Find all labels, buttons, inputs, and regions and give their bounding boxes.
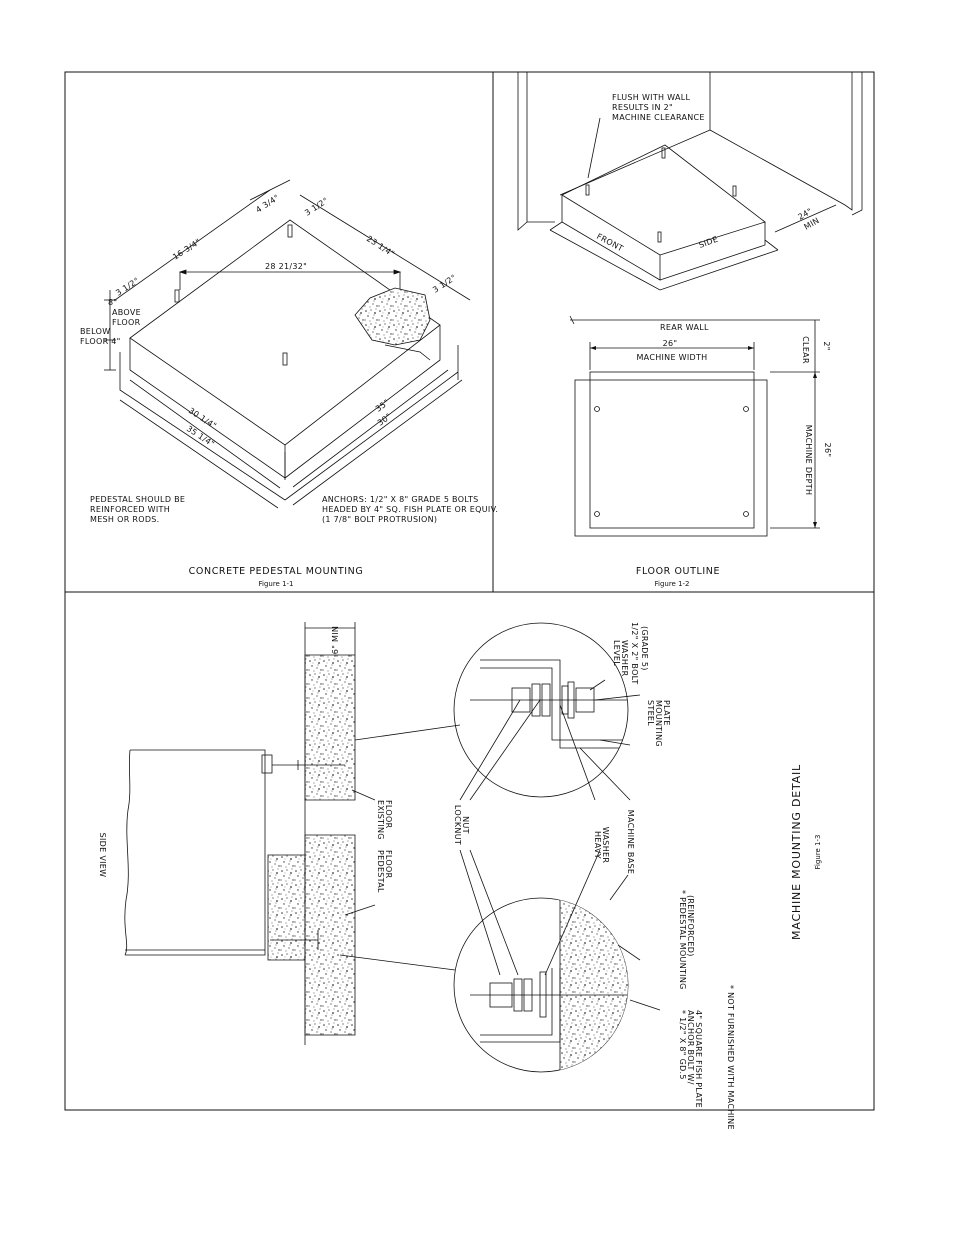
fig2-number: Figure 1-2 [654,580,689,588]
locknut-label: LOCKNUT [453,805,462,845]
side-view-label: SIDE VIEW [98,833,107,878]
existing-floor-2: FLOOR [384,800,393,829]
pedestal-note-2: REINFORCED WITH [90,505,170,514]
anchor-bolt-3: 4" SQUARE FISH PLATE [694,1010,703,1108]
flush-note-1: FLUSH WITH WALL [612,93,690,102]
pedestal-note-1: PEDESTAL SHOULD BE [90,495,185,504]
below-floor-label: FLOOR 4" [80,337,121,346]
bolt-grade: (GRADE 5) [640,626,649,671]
above-label: ABOVE [112,308,141,317]
steel-plate-2: MOUNTING [654,700,663,747]
flush-note-2: RESULTS IN 2" [612,103,673,112]
width-label: MACHINE WIDTH [636,353,707,362]
depth-dim: 26" [823,443,832,458]
flush-note-3: MACHINE CLEARANCE [612,113,705,122]
width-dim: 26" [663,339,678,348]
level-washer-2: WASHER [620,640,629,677]
figure-1-3-mounting-detail [124,622,661,1073]
below-label: BELOW [80,327,110,336]
nut-label: NUT [461,816,470,834]
pedestal-floor-1: PEDESTAL [376,850,385,893]
fig3-title: MACHINE MOUNTING DETAIL [790,764,803,940]
pedestal-mounting-2: (REINFORCED) [686,895,695,957]
dim-28-21-32: 28 21/32" [265,262,307,271]
clear-label: CLEAR [801,336,810,364]
steel-plate-3: PLATE [662,700,671,726]
above-floor-label: FLOOR [112,318,141,327]
above-dim: 8" [108,298,117,307]
pedestal-note-3: MESH OR RODS. [90,515,160,524]
figure-1-2-floor-outline [517,72,863,537]
dim-35: 35" [374,398,391,414]
heavy-washer-1: HEAVY [593,831,602,859]
drawing-frame [64,71,875,1111]
dim-23-1-4: 23 1/4" [365,234,396,259]
anchor-note-2: HEADED BY 4" SQ. FISH PLATE OR EQUIV. [322,505,498,514]
machine-base-label: MACHINE BASE [626,810,635,874]
concrete-cutaway [354,287,431,346]
steel-plate-1: STEEL [646,700,655,726]
heavy-washer-2: WASHER [601,827,610,864]
bolt-label: 1/2" X 2" BOLT [630,622,639,685]
level-washer-1: LEVEL [612,640,621,666]
dim-3-1-2-left: 3 1/2" [114,276,141,298]
pedestal-floor-2: FLOOR [384,850,393,879]
pedestal-mounting-1: * PEDESTAL MOUNTING [678,890,687,990]
figure-1-1-pedestal [104,179,471,509]
fig3-number: Figure 1-3 [814,834,822,869]
fig1-caption: CONCRETE PEDESTAL MOUNTING [189,566,364,577]
existing-floor-1: EXISTING [376,800,385,840]
side-label: SIDE [698,235,720,250]
anchor-bolt-1: * 1/2" X 8" GD.5 [678,1010,687,1080]
clear-dim: 2" [822,341,831,350]
dim-3-1-2-right: 3 1/2" [431,273,458,295]
depth-label: MACHINE DEPTH [804,425,813,496]
fig2-caption: FLOOR OUTLINE [636,566,720,577]
anchor-note-3: (1 7/8" BOLT PROTRUSION) [322,515,437,524]
rear-wall-label: REAR WALL [660,323,709,332]
min6-label: 6" MIN [331,626,340,654]
plate-cut [384,344,431,361]
anchor-note-1: ANCHORS: 1/2" X 8" GRADE 5 BOLTS [322,495,479,504]
fig1-number: Figure 1-1 [258,580,293,588]
not-furnished-note: * NOT FURNISHED WITH MACHINE [726,985,735,1130]
dim-16-3-4: 16 3/4" [171,237,202,262]
anchor-bolt-2: ANCHOR BOLT W/ [686,1010,695,1085]
